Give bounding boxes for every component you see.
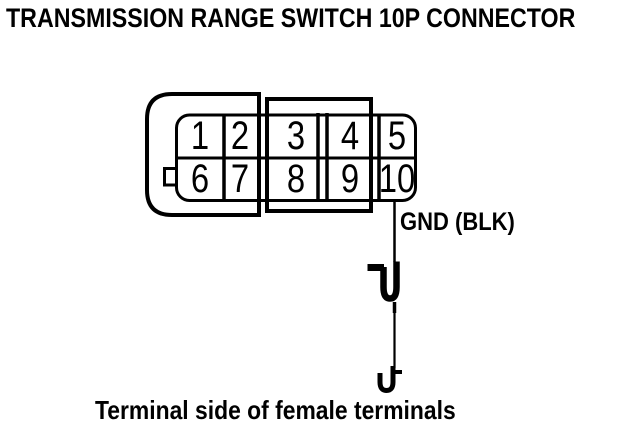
keying-notch	[163, 167, 177, 187]
page-title: TRANSMISSION RANGE SWITCH 10P CONNECTOR	[6, 3, 576, 33]
pin-label-3: 3	[286, 114, 306, 158]
wire-label-gnd: GND (BLK)	[400, 208, 515, 236]
pin-label-5: 5	[387, 114, 407, 158]
pin-label-8: 8	[286, 157, 306, 201]
terminal-u-shape	[380, 261, 400, 302]
pin-label-10: 10	[378, 157, 416, 201]
pin-label-7: 7	[230, 157, 250, 201]
lock-tab-outline	[265, 97, 373, 213]
female-terminal-probe-icon	[367, 261, 400, 313]
pin-label-2: 2	[230, 114, 250, 158]
pin-label-1: 1	[190, 114, 210, 158]
ground-probe-hook-icon	[377, 366, 402, 394]
pin-label-4: 4	[340, 114, 360, 158]
pin-label-9: 9	[340, 157, 360, 201]
diagram-caption: Terminal side of female terminals	[95, 395, 456, 425]
housing-outline	[145, 92, 261, 217]
pin-label-6: 6	[190, 157, 210, 201]
hook-u-shape	[377, 366, 396, 394]
